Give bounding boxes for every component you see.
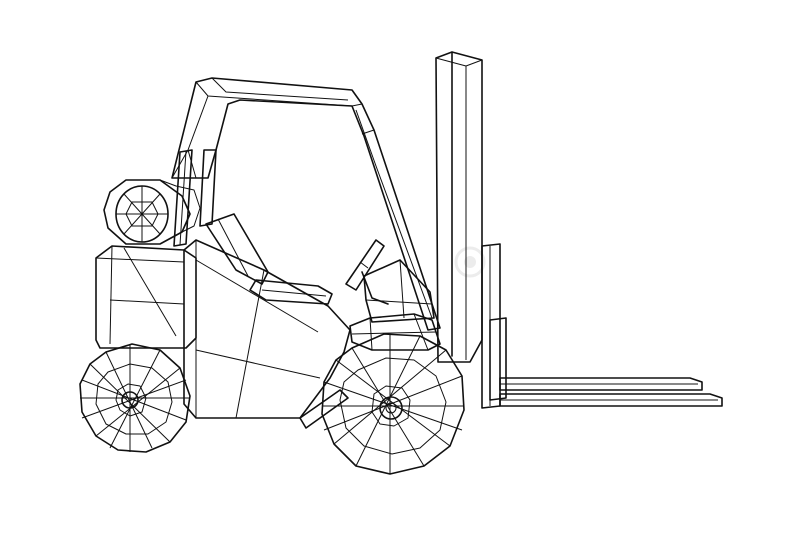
watermark-logo (454, 246, 486, 278)
steering-wheel (345, 239, 389, 305)
chassis (95, 239, 351, 429)
dashboard (363, 259, 435, 323)
mast (435, 51, 507, 409)
front-wheel (321, 333, 465, 475)
forks (499, 377, 723, 407)
rear-wheel (79, 343, 191, 453)
front-fender (349, 313, 441, 351)
gas-tank (103, 179, 201, 245)
overhead-guard (171, 77, 441, 331)
seat (205, 213, 333, 305)
